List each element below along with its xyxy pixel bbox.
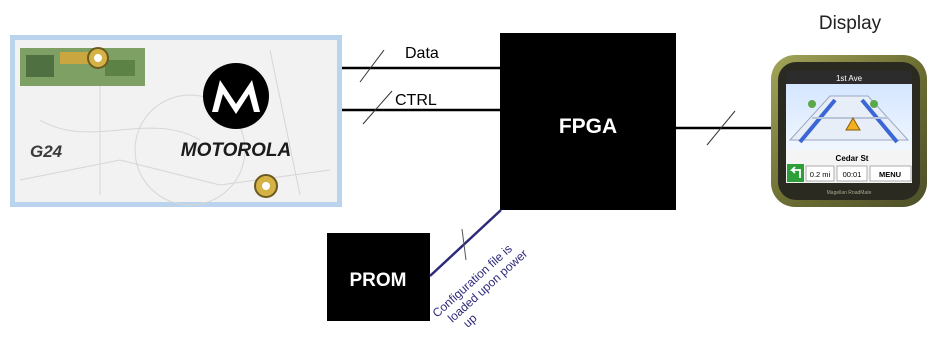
gps-display-device: 1st Ave Cedar St 0.2 mi 00:01 MENU Magel… (771, 55, 927, 207)
mount-hole-bottom-center (262, 182, 270, 190)
fpga-box (500, 33, 676, 210)
screen-time: 00:01 (843, 170, 862, 179)
screen-menu-button: MENU (879, 170, 901, 179)
config-annotation: Configuration file is loaded upon power … (430, 242, 531, 331)
fpga-block: FPGA (500, 33, 676, 210)
module-model-label: G24 (30, 142, 63, 161)
display-brand: Magellan RoadMate (827, 190, 872, 196)
module-texture (19, 49, 331, 206)
turn-arrow-box (787, 164, 804, 182)
data-label: Data (405, 45, 439, 62)
motorola-logo (203, 63, 269, 129)
prom-block: PROM (327, 233, 430, 321)
pcb-pad (105, 60, 135, 76)
config-bus-slash (461, 228, 467, 261)
motorola-g24-module: MOTOROLA G24 (10, 35, 342, 207)
time-cell (836, 165, 868, 182)
module-brand-label: MOTOROLA (181, 140, 291, 161)
prom-box (327, 233, 430, 321)
fpga-label: FPGA (559, 115, 617, 138)
menu-cell (869, 165, 912, 182)
distance-cell (805, 165, 835, 182)
screen-poi-2 (870, 100, 878, 108)
config-line (429, 209, 502, 277)
screen-position-marker (845, 117, 861, 131)
screen-poi-1 (808, 100, 816, 108)
display-bus (676, 110, 771, 146)
screen-street-bottom: Cedar St (836, 154, 869, 163)
display-bus-slash (706, 110, 736, 146)
screen-street-top: 1st Ave (836, 74, 863, 83)
data-bus: Data (342, 45, 500, 83)
pcb-chip (26, 55, 54, 77)
mount-hole-top-center (94, 54, 102, 62)
ctrl-bus-slash (362, 90, 393, 125)
data-bus-slash (359, 49, 385, 83)
prom-label: PROM (350, 270, 407, 291)
ctrl-label: CTRL (395, 92, 437, 109)
configuration-link: Configuration file is loaded upon power … (429, 209, 531, 331)
screen-top-banner (786, 71, 912, 84)
screen-distance: 0.2 mi (810, 170, 831, 179)
display-caption: Display (819, 13, 882, 34)
turn-arrow-icon (789, 166, 801, 178)
screen-route-left (798, 98, 837, 144)
ctrl-bus: CTRL (342, 90, 500, 125)
screen-route-right (860, 98, 899, 144)
